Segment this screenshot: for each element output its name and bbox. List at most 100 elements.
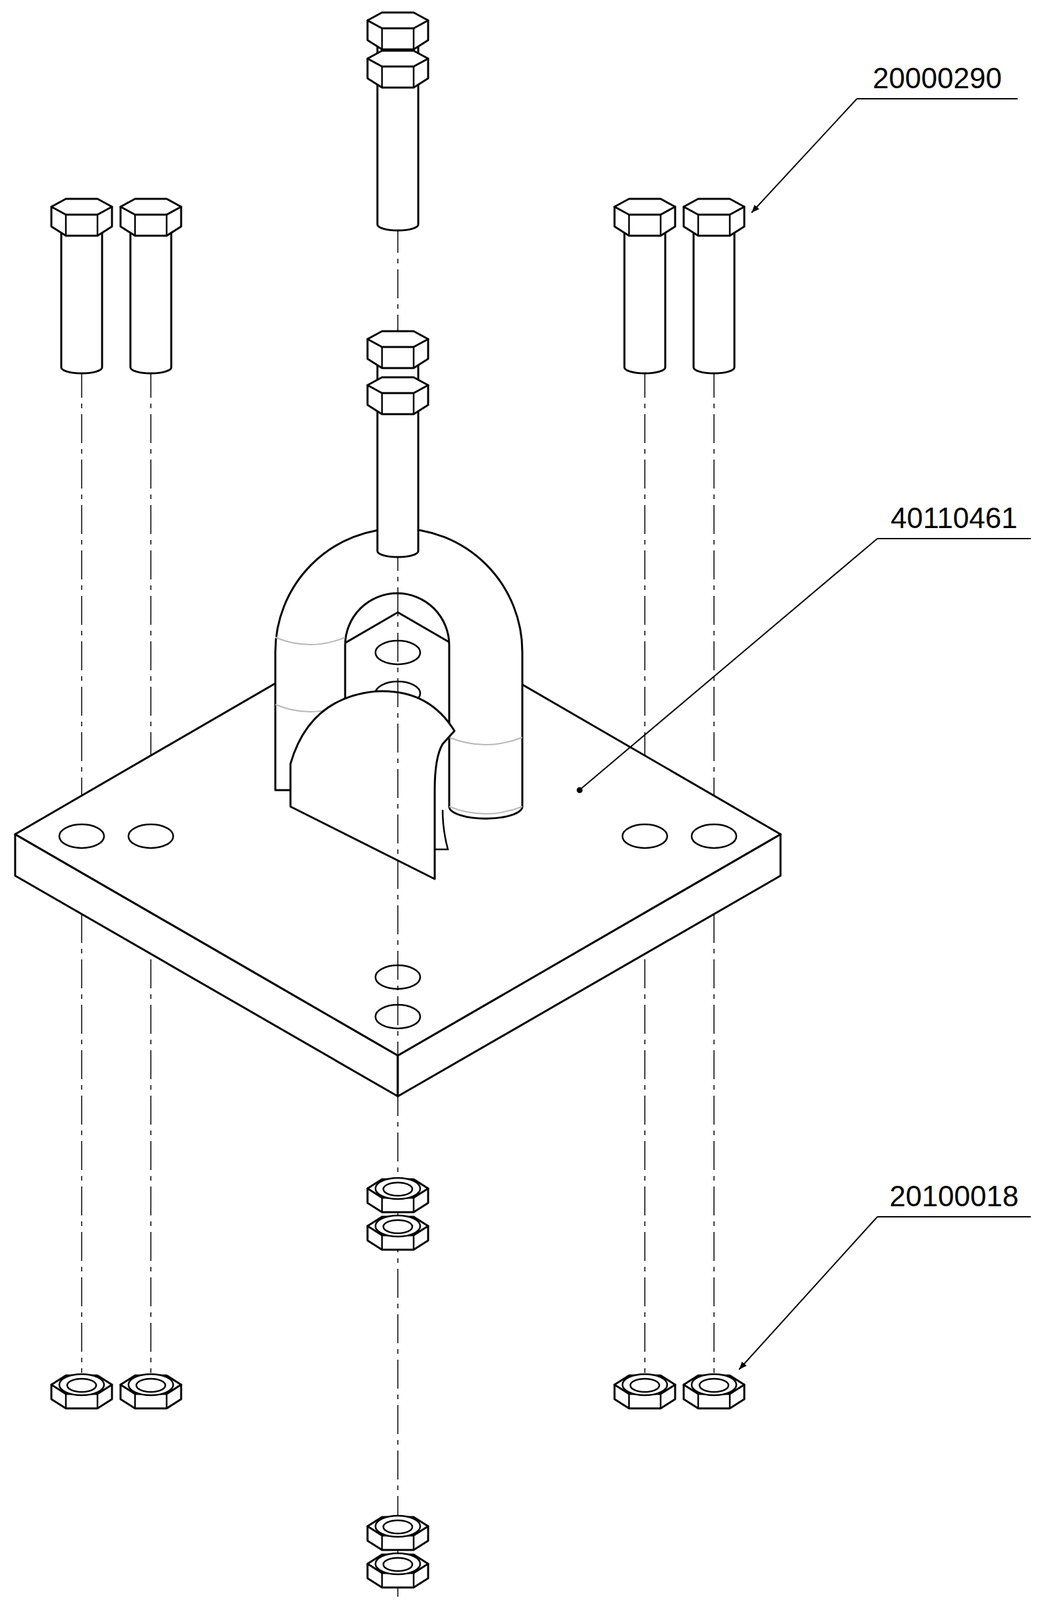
bolt-head-edge: [412, 66, 415, 88]
bolt-head-edge: [134, 214, 137, 236]
bolt-shank: [377, 410, 419, 558]
bolt-head-edge: [96, 214, 99, 236]
leader-line: [751, 98, 857, 213]
nut-bore: [383, 1558, 413, 1572]
plate-hole: [691, 824, 737, 849]
nut-edge: [412, 1573, 415, 1589]
bolt-head-top: [367, 377, 429, 394]
bolt-head-top: [614, 198, 676, 215]
nut-ring: [622, 1374, 668, 1396]
hex-bolt: [51, 198, 112, 374]
bolt-head-edge: [65, 214, 68, 236]
lock-nut: [367, 1215, 429, 1251]
nut-edge: [381, 1235, 384, 1251]
bolt-shank: [130, 231, 172, 374]
nut-bore: [67, 1379, 97, 1393]
lifting-lug: [275, 528, 523, 880]
plate-hole: [622, 824, 668, 849]
label-underline: [877, 538, 1031, 540]
hidden-line: [449, 737, 523, 745]
lock-nut: [367, 1516, 429, 1551]
nut-bore: [136, 1379, 166, 1393]
nut-bore: [630, 1379, 660, 1393]
lock-nut: [683, 1374, 745, 1409]
plate-hole: [59, 824, 105, 849]
nut-edge: [412, 1198, 415, 1213]
leader-dot: [577, 788, 583, 794]
nut-edge: [729, 1394, 732, 1409]
nut-ring: [375, 1553, 421, 1575]
nut-ring: [691, 1374, 737, 1396]
nut-edge: [628, 1394, 631, 1409]
bolt-head-top: [367, 331, 429, 348]
leader-lines: [577, 98, 1032, 1371]
leader-line: [739, 1217, 878, 1371]
nut-edge: [381, 1535, 384, 1551]
nut-edge: [697, 1394, 700, 1409]
hex-bolt: [367, 377, 429, 558]
bolt-head-edge: [729, 214, 732, 236]
hex-bolt: [614, 198, 676, 374]
hidden-line: [275, 637, 346, 645]
lug-block: [290, 691, 455, 880]
nut-edge: [134, 1394, 137, 1409]
part-number: 20000290: [856, 61, 1018, 95]
part-number: 20100018: [877, 1180, 1031, 1214]
bolt-head-edge: [381, 28, 384, 50]
bolt-head-top: [683, 198, 745, 215]
bolt-head-edge: [659, 214, 662, 236]
bolt-head-edge: [165, 214, 168, 236]
lock-nut: [367, 1178, 429, 1213]
nut-edge: [381, 1198, 384, 1213]
nut-edge: [412, 1535, 415, 1551]
bolt-shank: [377, 83, 419, 231]
nut-edge: [659, 1394, 662, 1409]
bolt-shank: [61, 231, 103, 374]
bolt-head-edge: [412, 347, 415, 369]
nut-bore: [699, 1379, 729, 1393]
label-underline: [877, 1216, 1031, 1218]
label-underline: [856, 98, 1018, 100]
plate-hole: [128, 824, 174, 849]
bolt-head-top: [120, 198, 182, 215]
nut-ring: [59, 1374, 105, 1396]
nut-ring: [375, 1178, 421, 1200]
nut-ring: [375, 1215, 421, 1237]
hex-bolt: [367, 331, 429, 400]
bolt-head-edge: [381, 66, 384, 88]
nut-edge: [65, 1394, 68, 1409]
bolt-head-edge: [412, 393, 415, 415]
nuts: [51, 1178, 745, 1589]
bolt-head-top: [367, 12, 429, 29]
nut-edge: [381, 1573, 384, 1589]
lock-nut: [614, 1374, 676, 1409]
bolt-shank: [624, 231, 666, 374]
nut-bore: [383, 1220, 413, 1234]
lock-nut: [120, 1374, 182, 1409]
hex-bolt: [120, 198, 182, 374]
bolt-shank: [693, 231, 735, 374]
bolt-head-top: [367, 50, 429, 67]
nut-ring: [128, 1374, 174, 1396]
bolt-head-edge: [697, 214, 700, 236]
lock-nut: [51, 1374, 112, 1409]
nut-bore: [383, 1182, 413, 1197]
hex-bolt: [683, 198, 745, 374]
lug-notch: [434, 810, 448, 850]
bolt-head-edge: [381, 347, 384, 369]
nut-ring: [375, 1516, 421, 1538]
leader-line: [580, 538, 878, 790]
bolt-head-top: [51, 198, 112, 215]
bolt-head-edge: [381, 393, 384, 415]
nut-bore: [383, 1520, 413, 1535]
hidden-line: [449, 806, 523, 815]
nut-edge: [412, 1235, 415, 1251]
bolt-head-edge: [412, 28, 415, 50]
nut-edge: [96, 1394, 99, 1409]
nut-edge: [165, 1394, 168, 1409]
bolt-head-edge: [628, 214, 631, 236]
hex-bolt: [367, 50, 429, 231]
bolts: [51, 12, 745, 558]
